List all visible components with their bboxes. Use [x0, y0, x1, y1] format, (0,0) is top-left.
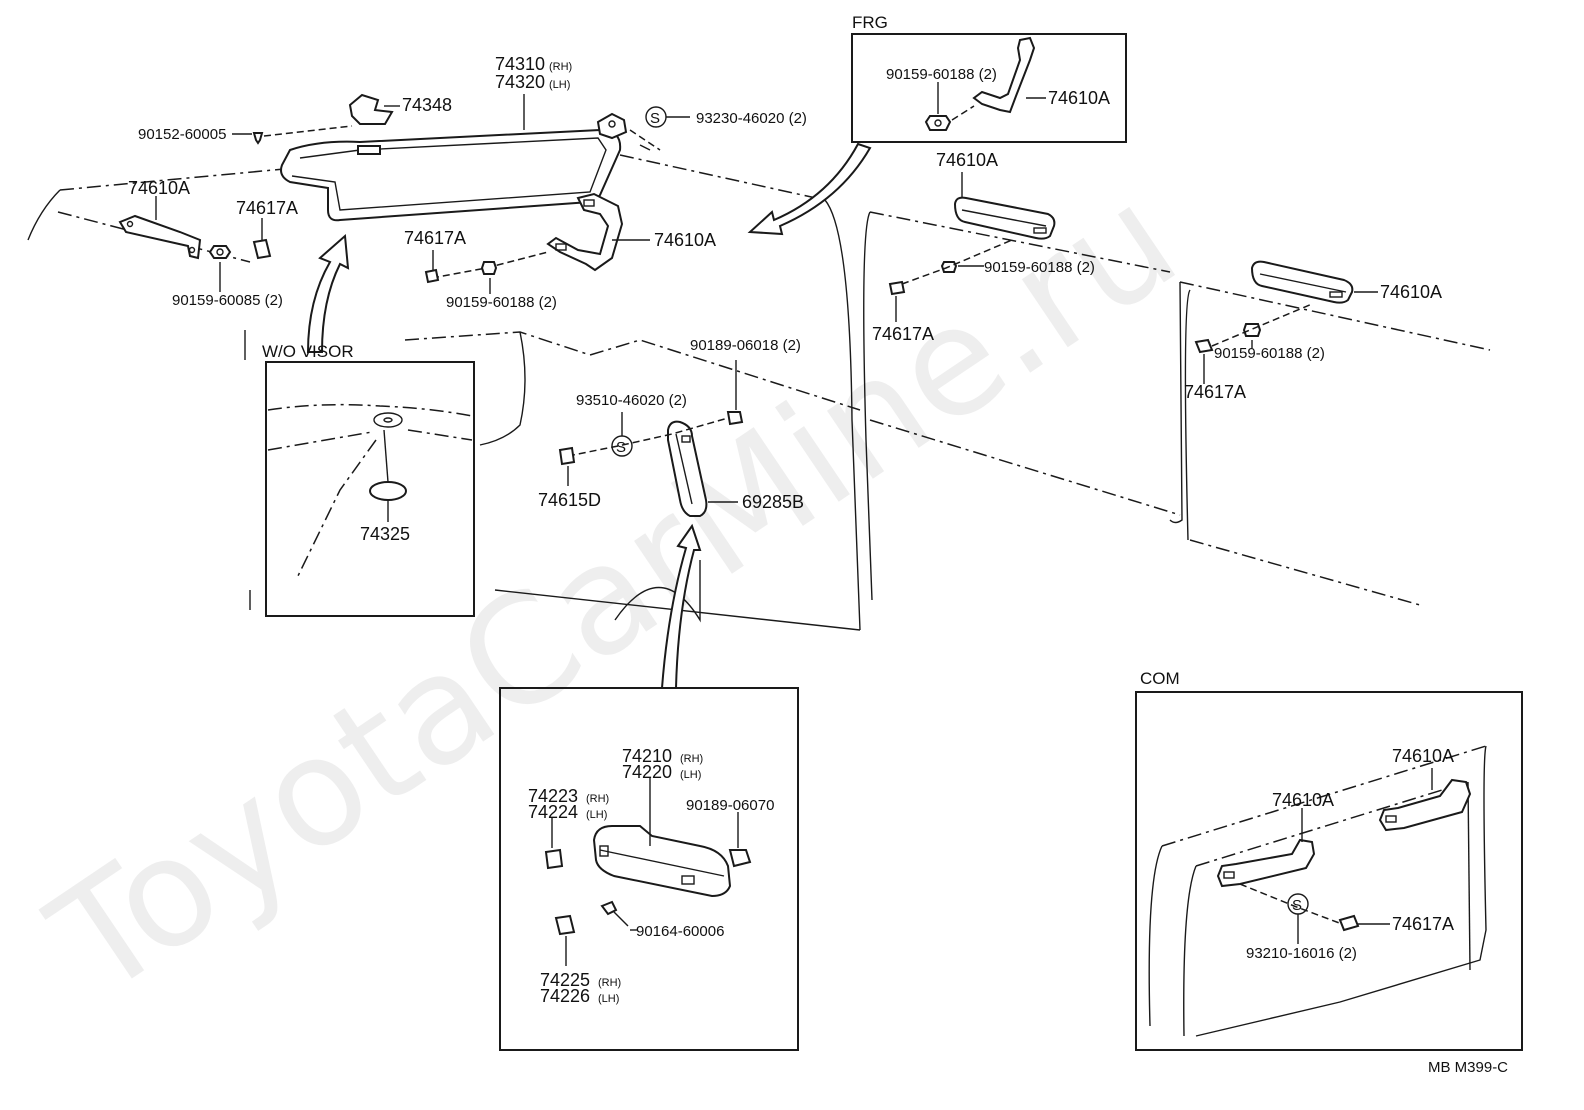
label-74224-side: (LH) [586, 809, 607, 821]
label-74225-side: (RH) [598, 977, 621, 989]
footer-code: MB M399-C [1428, 1059, 1508, 1076]
clip-74617a-r2[interactable] [1194, 338, 1214, 354]
s-mark-93230: S [645, 106, 667, 128]
svg-text:S: S [1292, 897, 1302, 914]
wo-visor-roof-lines [267, 403, 473, 581]
label-90164: 90164-60006 [636, 923, 724, 940]
plug-74325[interactable] [369, 481, 407, 501]
label-74210: 74210 [622, 746, 672, 766]
screw-90159-60085[interactable] [208, 245, 232, 259]
assist-grip-left[interactable] [118, 214, 202, 260]
part-labels: 74310 (RH) 74320 (LH) 74348 90152-60005 … [128, 54, 1508, 1076]
label-74320: 74320 [495, 72, 545, 92]
label-74226: 74226 [540, 986, 590, 1006]
label-90159-r2: 90159-60188 (2) [1214, 345, 1325, 362]
label-com-74610a-left: 74610A [1272, 790, 1334, 810]
label-74320-side: (LH) [549, 79, 570, 91]
label-com-74610a-top: 74610A [1392, 746, 1454, 766]
label-74225: 74225 [540, 970, 590, 990]
label-90152: 90152-60005 [138, 126, 226, 143]
label-74226-side: (LH) [598, 993, 619, 1005]
clip-90189-06070[interactable] [728, 849, 752, 868]
roof-outline [27, 154, 1491, 631]
label-74224: 74224 [528, 802, 578, 822]
frg-inset-label: FRG [852, 13, 888, 32]
visor-clip-slot [357, 145, 381, 155]
arrow-to-visor [306, 233, 350, 353]
label-74617a-mid: 74617A [404, 228, 466, 248]
label-74220-side: (LH) [680, 769, 701, 781]
screw-90164[interactable] [600, 900, 629, 927]
label-74610a-left: 74610A [128, 178, 190, 198]
label-74610a-r1: 74610A [936, 150, 998, 170]
screw-90159-r2[interactable] [1242, 323, 1262, 337]
label-74615d: 74615D [538, 490, 601, 510]
label-74325: 74325 [360, 524, 410, 544]
label-frg-90159: 90159-60188 (2) [886, 66, 997, 83]
assist-grip-74210[interactable] [592, 825, 732, 898]
frg-inset-frame [851, 33, 1127, 143]
visor-hinge-74348[interactable] [348, 93, 394, 125]
wo-visor-inset-frame [265, 361, 475, 617]
clip-74617a-r1[interactable] [888, 280, 906, 296]
clip-74617a-com[interactable] [1338, 914, 1360, 932]
screw-90152[interactable] [252, 132, 264, 145]
label-com-93210: 93210-16016 (2) [1246, 945, 1357, 962]
clip-74615d[interactable] [558, 446, 576, 466]
label-74348: 74348 [402, 95, 452, 115]
label-74310: 74310 [495, 54, 545, 74]
label-74610a-mid: 74610A [654, 230, 716, 250]
assist-grip-right-2[interactable] [1250, 260, 1354, 304]
arrow-to-69285b [660, 523, 702, 689]
svg-text:S: S [616, 439, 626, 456]
grip-69285b[interactable] [667, 420, 708, 517]
svg-text:S: S [650, 110, 660, 127]
frg-assist-grip[interactable] [972, 36, 1036, 114]
label-74310-side: (RH) [549, 61, 572, 73]
screw-90189-06018[interactable] [726, 411, 744, 426]
label-90159-60085: 90159-60085 (2) [172, 292, 283, 309]
label-74617a-left: 74617A [236, 198, 298, 218]
s-mark-93210: S [1287, 893, 1309, 915]
label-74223: 74223 [528, 786, 578, 806]
screw-90159-mid[interactable] [480, 261, 498, 275]
wo-visor-inset-label: W/O VISOR [262, 342, 354, 361]
clip-74223[interactable] [544, 848, 564, 870]
center-inset-frame [499, 687, 799, 1051]
com-assist-grip-left[interactable] [1216, 838, 1316, 888]
label-90159-mid: 90159-60188 (2) [446, 294, 557, 311]
label-74617a-r1: 74617A [872, 324, 934, 344]
label-74210-side: (RH) [680, 753, 703, 765]
label-74617a-r2: 74617A [1184, 382, 1246, 402]
watermark: ToyotaCarMine.ru [22, 153, 1206, 1031]
visor-mount-right[interactable] [596, 112, 628, 140]
clip-74617a-mid[interactable] [424, 268, 440, 284]
label-90159-r1: 90159-60188 (2) [984, 259, 1095, 276]
label-93510: 93510-46020 (2) [576, 392, 687, 409]
label-frg-74610a: 74610A [1048, 88, 1110, 108]
com-inset-frame [1135, 691, 1523, 1051]
label-90189-06070: 90189-06070 [686, 797, 774, 814]
assist-grip-mid[interactable] [546, 192, 624, 272]
clip-74225[interactable] [554, 914, 576, 936]
clip-74617a-left[interactable] [252, 238, 272, 260]
label-74223-side: (RH) [586, 793, 609, 805]
label-com-74617a: 74617A [1392, 914, 1454, 934]
label-90189-06018: 90189-06018 (2) [690, 337, 801, 354]
frg-screw[interactable] [924, 115, 952, 131]
label-93230: 93230-46020 (2) [696, 110, 807, 127]
label-74610a-r2: 74610A [1380, 282, 1442, 302]
com-roof-lines [1148, 745, 1487, 1037]
arrow-frg-to-grip [747, 142, 872, 236]
sun-visor[interactable] [280, 128, 622, 222]
label-74220: 74220 [622, 762, 672, 782]
com-inset-label: COM [1140, 669, 1180, 688]
com-assist-grip-top[interactable] [1378, 778, 1472, 832]
label-69285b: 69285B [742, 492, 804, 512]
